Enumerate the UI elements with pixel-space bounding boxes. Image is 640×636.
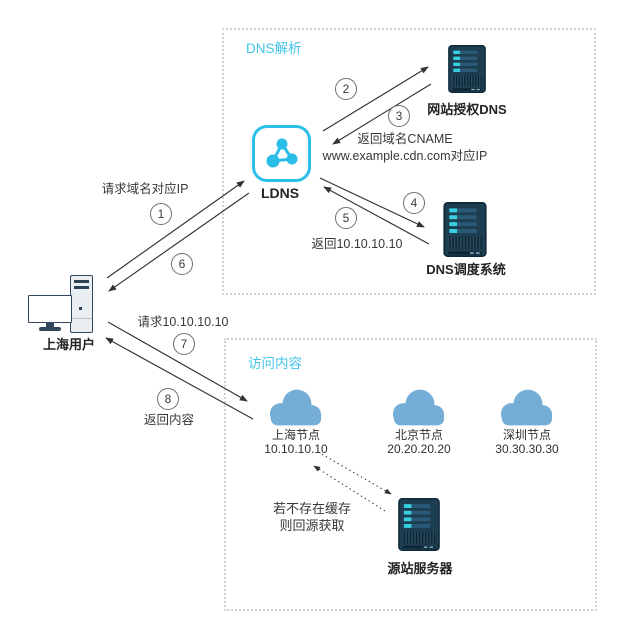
origin-label: 源站服务器 [387, 561, 453, 576]
tower-slot [74, 286, 89, 289]
arrow-user-to-edge [107, 321, 248, 402]
tower-slot [74, 280, 89, 283]
user-monitor-base [39, 327, 61, 331]
label-origin-note-line1: 若不存在缓存 [272, 501, 351, 516]
label-return-cname-line2: www.example.cdn.com对应IP [322, 148, 488, 163]
arrow-user-to-ldns [106, 180, 245, 279]
user-label: 上海用户 [42, 337, 95, 352]
edge-beijing-name: 北京节点 [394, 428, 443, 442]
edge-shenzhen-name: 深圳节点 [502, 428, 551, 442]
step-badge-5: 5 [335, 207, 357, 229]
cloud-icon-shenzhen [500, 389, 553, 426]
molecule-icon [266, 138, 297, 167]
edge-shanghai-caption: 上海节点 10.10.10.10 [251, 428, 341, 456]
step-badge-2: 2 [335, 78, 357, 100]
step-badge-3: 3 [388, 105, 410, 127]
label-origin-note: 若不存在缓存 则回源获取 [252, 501, 372, 534]
server-icon-scheduler [443, 202, 487, 257]
content-zone-label: 访问内容 [248, 356, 302, 371]
step-badge-8: 8 [157, 388, 179, 410]
cloud-icon-beijing [392, 389, 445, 426]
edge-shenzhen-ip: 30.30.30.30 [495, 441, 559, 456]
cloud-icon-shanghai [269, 389, 322, 426]
step-badge-6: 6 [171, 253, 193, 275]
label-return-cname-line1: 返回域名CNAME [357, 132, 453, 146]
label-return-content: 返回内容 [143, 413, 194, 427]
user-monitor-icon [28, 295, 72, 323]
arrow-scheduler-to-ldns [323, 186, 430, 245]
arrow-ldns-to-scheduler [319, 177, 425, 228]
dns-zone-label: DNS解析 [246, 41, 302, 56]
label-request-domain-ip: 请求域名对应IP [101, 182, 189, 196]
edge-beijing-caption: 北京节点 20.20.20.20 [374, 428, 464, 456]
edge-shanghai-ip: 10.10.10.10 [264, 441, 328, 456]
label-return-ip: 返回10.10.10.10 [311, 237, 403, 251]
tower-divider [71, 318, 92, 319]
tower-button [79, 307, 82, 310]
step-badge-7: 7 [173, 333, 195, 355]
edge-beijing-ip: 20.20.20.20 [387, 441, 451, 456]
content-access-zone [224, 338, 597, 611]
arrow-edge-to-origin-dotted [317, 451, 392, 495]
edge-shanghai-name: 上海节点 [271, 428, 320, 442]
server-icon-auth-dns [448, 45, 486, 93]
arrow-ldns-to-authdns [322, 66, 429, 132]
ldns-icon [252, 125, 311, 182]
arrow-authdns-to-ldns [332, 83, 432, 145]
auth-dns-label: 网站授权DNS [427, 102, 507, 117]
edge-shenzhen-caption: 深圳节点 30.30.30.30 [482, 428, 572, 456]
step-badge-4: 4 [403, 192, 425, 214]
arrow-origin-to-edge-dotted [313, 465, 386, 512]
user-computer-tower-icon [70, 275, 93, 333]
label-request-ip: 请求10.10.10.10 [137, 315, 229, 329]
arrow-edge-to-user [105, 337, 254, 420]
user-monitor-neck [46, 322, 54, 327]
ldns-label: LDNS [260, 185, 300, 201]
server-icon-origin [398, 498, 440, 551]
scheduler-label: DNS调度系统 [426, 262, 506, 277]
label-return-cname: 返回域名CNAME www.example.cdn.com对应IP [305, 131, 505, 164]
dns-resolution-zone [222, 28, 596, 295]
label-origin-note-line2: 则回源获取 [279, 517, 345, 533]
step-badge-1: 1 [150, 203, 172, 225]
arrow-ldns-to-user [108, 192, 250, 292]
